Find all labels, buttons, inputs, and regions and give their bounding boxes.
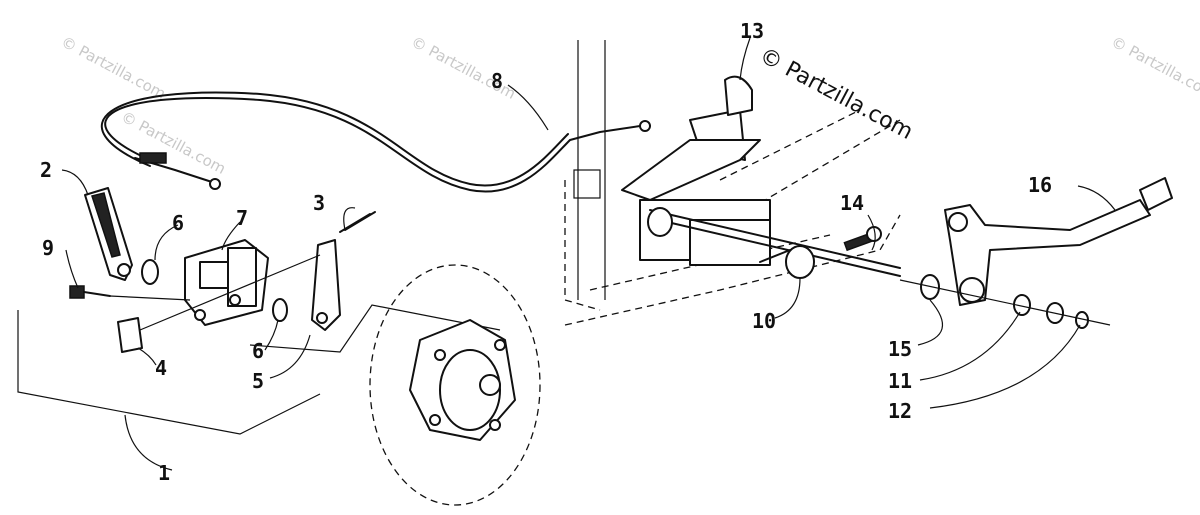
callout-labels: 1 2 3 4 5 6 6 7 8 9 10 11 12 13 14 15 16 (40, 19, 1052, 485)
brake-pedal (899, 177, 1173, 329)
brake-disc (369, 264, 541, 506)
watermark-faint-4: © Partzilla.com (118, 108, 229, 178)
callout-leaders (61, 37, 1116, 471)
watermark-main: © Partzilla.com (755, 43, 917, 145)
assembly-leaders (17, 254, 501, 435)
watermark-faint-3: © Partzilla.com (1108, 33, 1200, 103)
callout-8: 8 (491, 69, 503, 93)
brake-caliper (141, 239, 288, 326)
callout-16: 16 (1028, 173, 1052, 197)
watermark-faint-group: © Partzilla.com © Partzilla.com © Partzi… (58, 33, 1200, 178)
callout-14: 14 (840, 191, 864, 215)
callout-5: 5 (252, 369, 264, 393)
callout-10: 10 (752, 309, 776, 333)
callout-11: 11 (888, 369, 912, 393)
brake-pad (117, 317, 143, 353)
callout-7: 7 (236, 206, 248, 230)
callout-6b: 6 (252, 339, 264, 363)
brake-cross-shaft (647, 207, 901, 279)
callout-6a: 6 (172, 211, 184, 235)
brake-lever (84, 187, 133, 281)
callout-9: 9 (42, 236, 54, 260)
callout-2: 2 (40, 158, 52, 182)
watermark-faint-1: © Partzilla.com (58, 33, 169, 103)
callout-4: 4 (155, 356, 167, 380)
callout-15: 15 (888, 337, 912, 361)
actuator-arm (311, 239, 341, 331)
brake-cable (100, 91, 651, 193)
callout-1: 1 (158, 461, 170, 485)
callout-3: 3 (313, 191, 325, 215)
callout-12: 12 (888, 399, 912, 423)
callout-13: 13 (740, 19, 764, 43)
brake-switch-bracket (621, 75, 761, 201)
caliper-bolt (69, 285, 191, 301)
